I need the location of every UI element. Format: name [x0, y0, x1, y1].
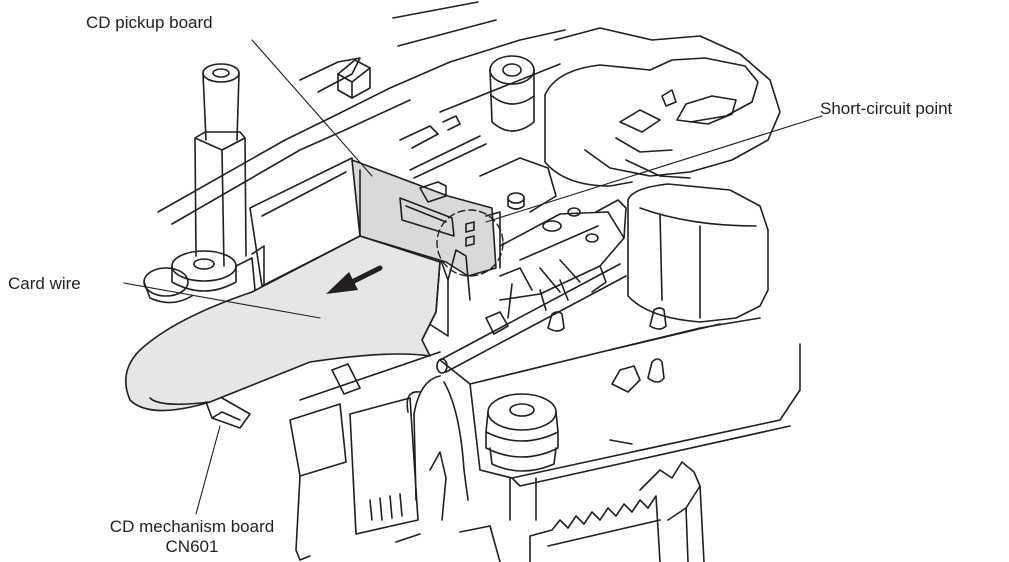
label-cn601: CN601 — [165, 537, 219, 556]
base-plate — [299, 317, 801, 487]
leader-lines — [123, 39, 823, 515]
label-cd-mechanism-board-line1: CD mechanism board — [109, 517, 275, 536]
lower-components — [289, 363, 469, 561]
pull-direction-arrow — [326, 265, 383, 294]
lower-roller — [485, 393, 559, 521]
studs — [547, 307, 667, 393]
gear-rack — [459, 461, 705, 562]
upper-chassis — [157, 1, 566, 225]
lower-motor — [627, 183, 769, 323]
label-card-wire: Card wire — [8, 274, 81, 293]
label-cd-mechanism-board: CD mechanism board CN601 — [82, 517, 302, 557]
motor-housing — [544, 27, 781, 187]
small-block — [337, 59, 371, 99]
label-short-circuit-point: Short-circuit point — [820, 99, 953, 118]
short-circuit-marker — [436, 209, 504, 277]
label-cd-pickup-board: CD pickup board — [86, 13, 213, 32]
upper-roller — [489, 55, 535, 132]
left-post — [194, 63, 247, 267]
guide-shaft — [436, 263, 627, 374]
left-roller — [143, 250, 257, 311]
pickup-board — [351, 159, 501, 301]
